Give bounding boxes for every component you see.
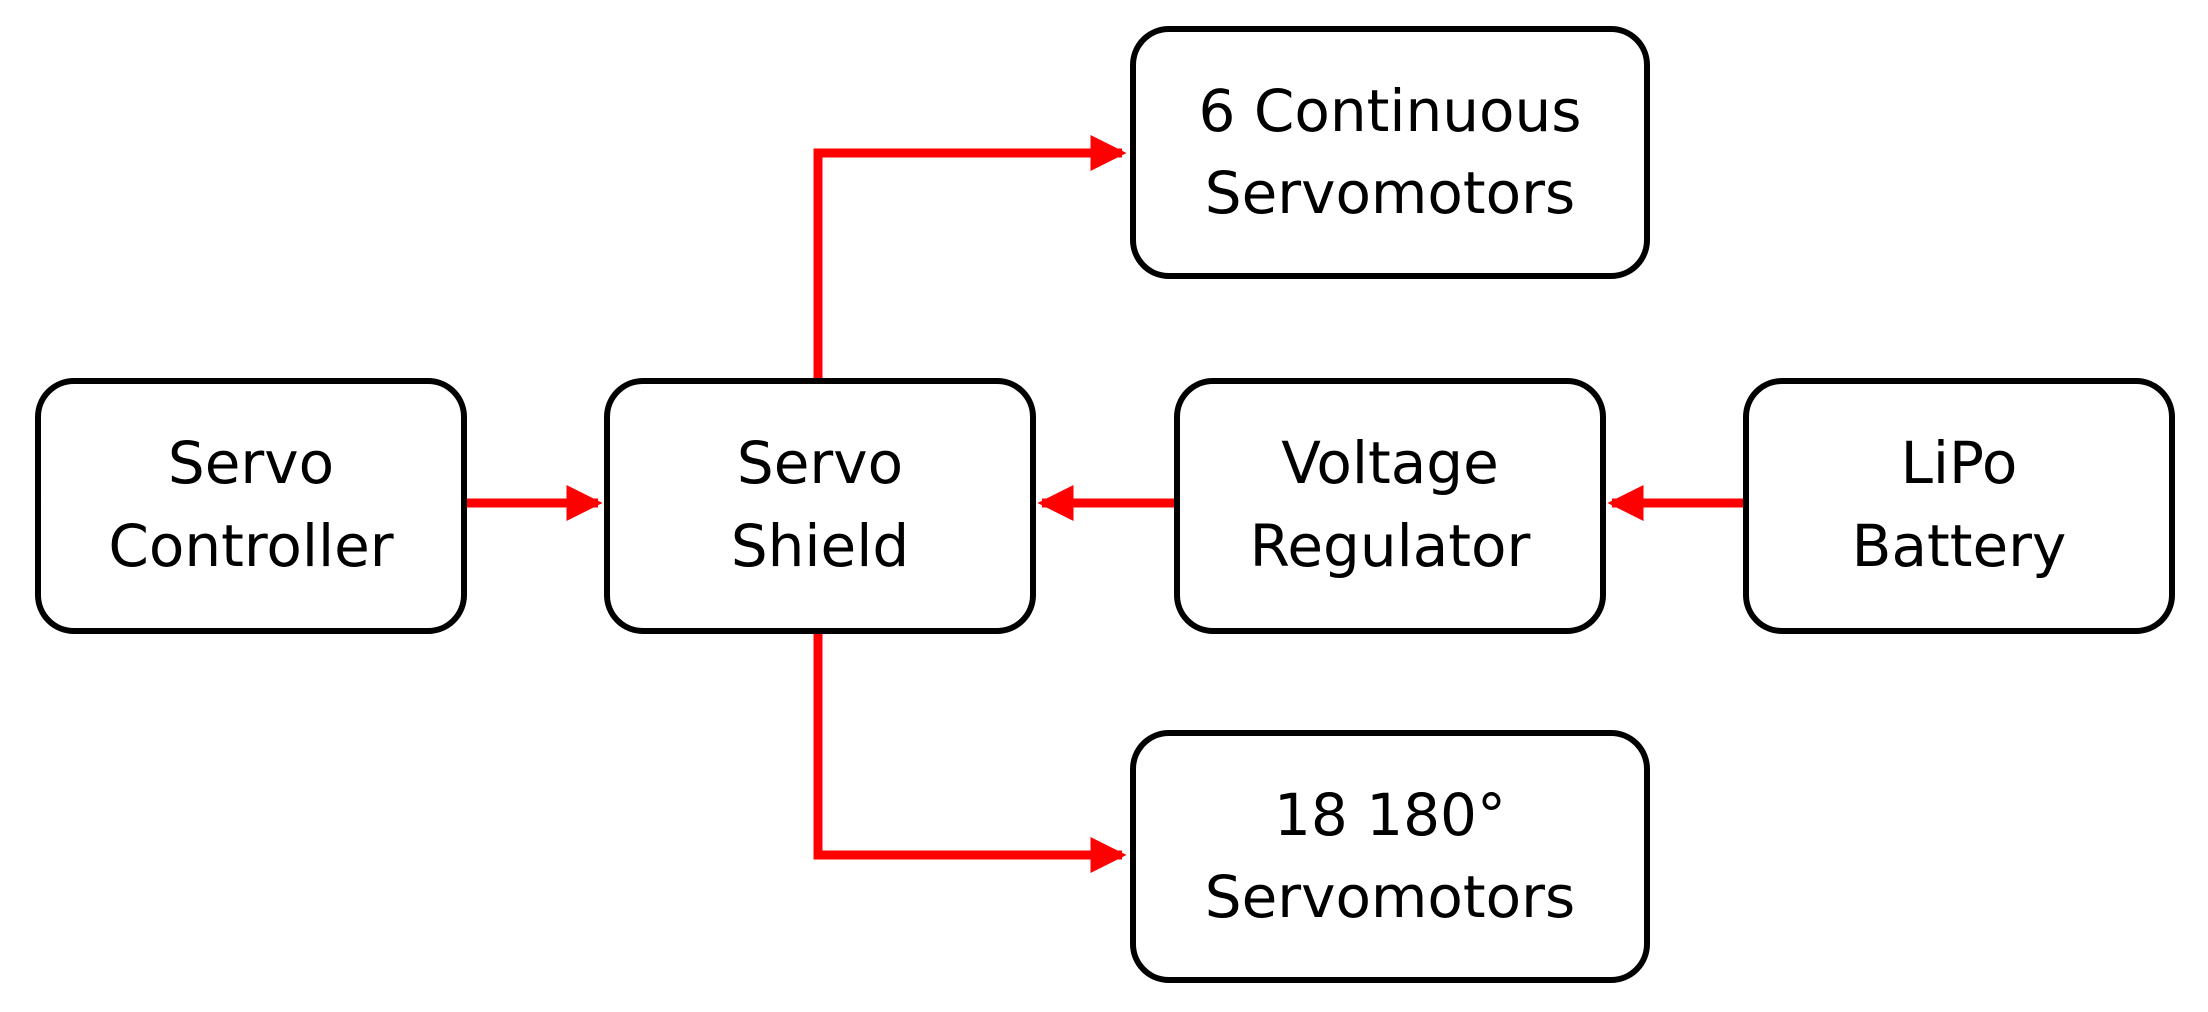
arrow-shield-to-continuous-servomotors: [813, 135, 1127, 378]
servo-shield-box: [604, 378, 1036, 634]
voltage-regulator-box: [1174, 378, 1606, 634]
continuous-servomotors-label-line2: Servomotors: [1205, 159, 1575, 227]
node-voltage-regulator: Voltage Regulator: [1174, 378, 1606, 634]
voltage-regulator-label-line2: Regulator: [1250, 512, 1531, 580]
node-servo-shield: Servo Shield: [604, 378, 1036, 634]
servomotors-180-label-line2: Servomotors: [1205, 863, 1575, 931]
servo-shield-label-line2: Shield: [731, 512, 909, 580]
node-180-servomotors: 18 180° Servomotors: [1130, 730, 1650, 983]
lipo-battery-box: [1743, 378, 2175, 634]
lipo-battery-label-line2: Battery: [1852, 512, 2067, 580]
servomotors-180-label-line1: 18 180°: [1274, 781, 1506, 849]
arrow-shield-to-180-servomotors: [813, 632, 1127, 873]
node-continuous-servomotors: 6 Continuous Servomotors: [1130, 26, 1650, 279]
servo-controller-label-line1: Servo: [168, 429, 334, 497]
node-servo-controller: Servo Controller: [35, 378, 467, 634]
continuous-servomotors-label-line1: 6 Continuous: [1199, 77, 1582, 145]
servo-shield-label-line1: Servo: [737, 429, 903, 497]
servomotors-180-box: [1130, 730, 1650, 983]
continuous-servomotors-box: [1130, 26, 1650, 279]
voltage-regulator-label-line1: Voltage: [1281, 429, 1499, 497]
lipo-battery-label-line1: LiPo: [1901, 429, 2018, 497]
node-lipo-battery: LiPo Battery: [1743, 378, 2175, 634]
servo-controller-box: [35, 378, 467, 634]
connectors: [464, 135, 1744, 873]
servo-controller-label-line2: Controller: [108, 512, 393, 580]
